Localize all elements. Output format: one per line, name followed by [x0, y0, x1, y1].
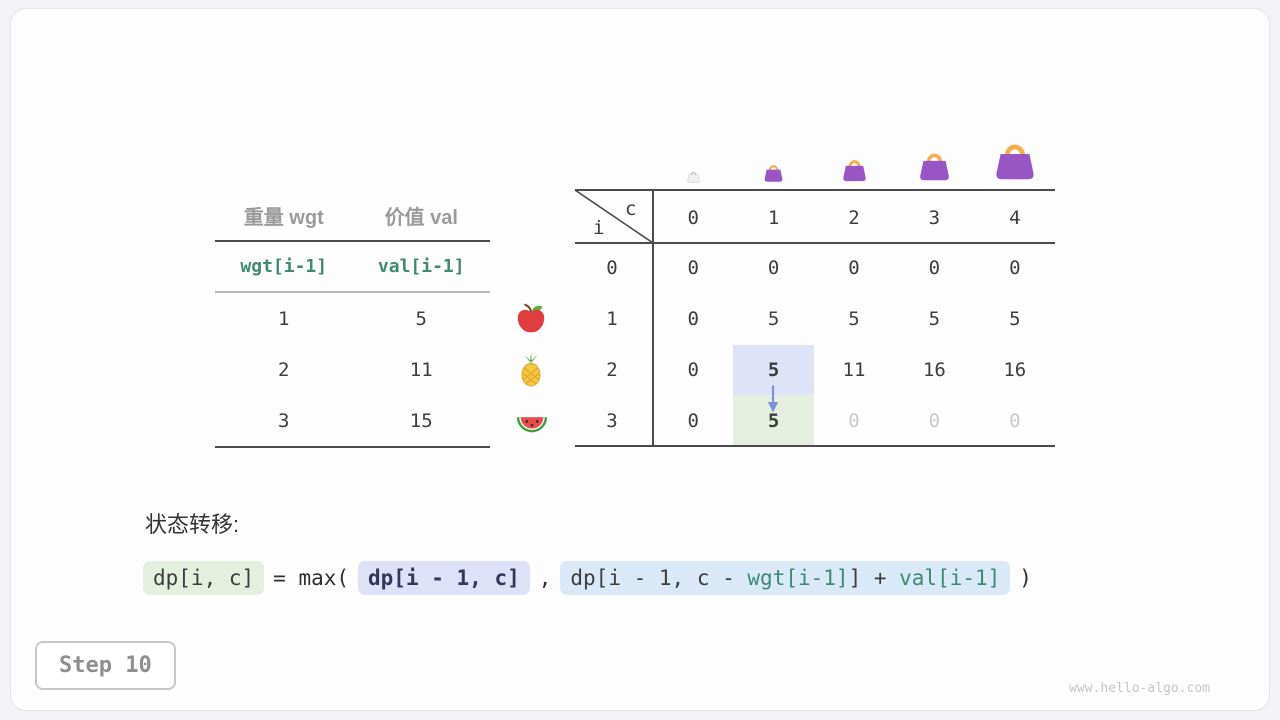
step-badge-label: Step 10	[59, 653, 152, 678]
corner-diagonal-line	[575, 190, 653, 243]
figure-card	[10, 8, 1270, 711]
item-value-value: 11	[409, 358, 433, 381]
bag-ghost-icon	[686, 169, 701, 184]
option2-part: ] +	[848, 566, 900, 590]
items-table-row: 3 15	[215, 395, 490, 446]
dp-col-header-3: 3	[928, 206, 941, 229]
dp-col-header-4: 4	[1009, 206, 1021, 229]
formula-close-paren: )	[1019, 566, 1032, 590]
items-table-row: 2 11	[215, 344, 490, 395]
dp-cell-3-4: 0	[1009, 409, 1021, 432]
item-value-value: 5	[415, 307, 427, 330]
col-header-value: 价值 val	[384, 206, 458, 229]
dp-cell-1-3: 5	[928, 308, 941, 331]
dp-cell-2-3: 16	[922, 358, 946, 381]
formula-option1-chip: dp[i - 1, c]	[358, 561, 530, 595]
item-weight-value: 2	[278, 358, 290, 381]
dp-row-header-1: 1	[606, 308, 618, 331]
watermelon-icon	[514, 404, 548, 438]
items-table-header: 重量 wgt 价值 val	[215, 190, 490, 240]
option2-val-part: val[i-1]	[899, 566, 1001, 590]
val-formula-label: val[i-1]	[377, 256, 465, 277]
dp-table-vertical-border	[652, 189, 654, 447]
dp-cell-0-4: 0	[1009, 257, 1021, 280]
transition-label: 状态转移:	[145, 512, 240, 537]
bag-icon	[991, 136, 1039, 184]
item-value-value: 15	[409, 409, 433, 432]
watermark: www.hello-algo.com	[1069, 681, 1210, 696]
dp-cell-0-2: 0	[848, 257, 860, 280]
formula-equals-max: = max(	[273, 566, 350, 590]
formula-separator: ,	[538, 566, 552, 590]
col-header-weight: 重量 wgt	[243, 206, 324, 229]
dp-cell-1-4: 5	[1009, 308, 1021, 331]
corner-row-label: i	[593, 217, 605, 239]
dp-table-bottom-border	[575, 445, 1055, 447]
formula-option2-chip: dp[i - 1, c - wgt[i-1]] + val[i-1]	[560, 561, 1011, 595]
item-weight-value: 1	[278, 307, 290, 330]
bag-icon	[762, 161, 785, 184]
item-weight-value: 3	[278, 409, 290, 432]
divider	[215, 240, 490, 242]
dp-col-header-2: 2	[848, 206, 860, 229]
bag-icon	[840, 155, 869, 184]
option2-wgt-part: wgt[i-1]	[747, 566, 849, 590]
bag-icon	[916, 147, 953, 184]
dp-table-header-border	[575, 242, 1055, 244]
dp-cell-2-2: 11	[842, 358, 866, 381]
dp-cell-2-4: 16	[1003, 358, 1027, 381]
dp-row-header-0: 0	[606, 257, 618, 280]
pineapple-icon	[514, 352, 548, 387]
wgt-formula-label: wgt[i-1]	[240, 256, 328, 277]
items-table-formula-row: wgt[i-1] val[i-1]	[215, 242, 490, 291]
dp-cell-0-1: 0	[767, 257, 780, 280]
divider	[215, 291, 490, 293]
dp-cell-3-3: 0	[928, 409, 941, 432]
dp-cell-3-0: 0	[687, 409, 699, 432]
dp-row-header-3: 3	[606, 409, 618, 432]
dp-cell-1-1: 5	[767, 308, 780, 331]
apple-icon	[514, 302, 548, 336]
step-badge: Step 10	[35, 641, 176, 690]
dp-cell-1-0: 0	[687, 308, 699, 331]
dp-cell-0-0: 0	[687, 257, 699, 280]
option2-part: dp[i - 1, c -	[570, 566, 748, 590]
formula-lhs-chip: dp[i, c]	[143, 561, 265, 595]
dp-cell-1-2: 5	[848, 308, 860, 331]
dp-row-header-2: 2	[606, 358, 618, 381]
dp-col-header-1: 1	[767, 206, 780, 229]
corner-col-label: c	[625, 198, 637, 220]
dp-table-top-border	[575, 189, 1055, 191]
transition-formula: dp[i, c] = max( dp[i - 1, c] , dp[i - 1,…	[143, 561, 1032, 595]
arrow-down-icon	[767, 385, 779, 413]
dp-cell-2-0: 0	[687, 358, 699, 381]
dp-cell-0-3: 0	[928, 257, 941, 280]
divider	[215, 446, 490, 448]
dp-cell-3-2: 0	[848, 409, 860, 432]
dp-col-header-0: 0	[687, 206, 699, 229]
